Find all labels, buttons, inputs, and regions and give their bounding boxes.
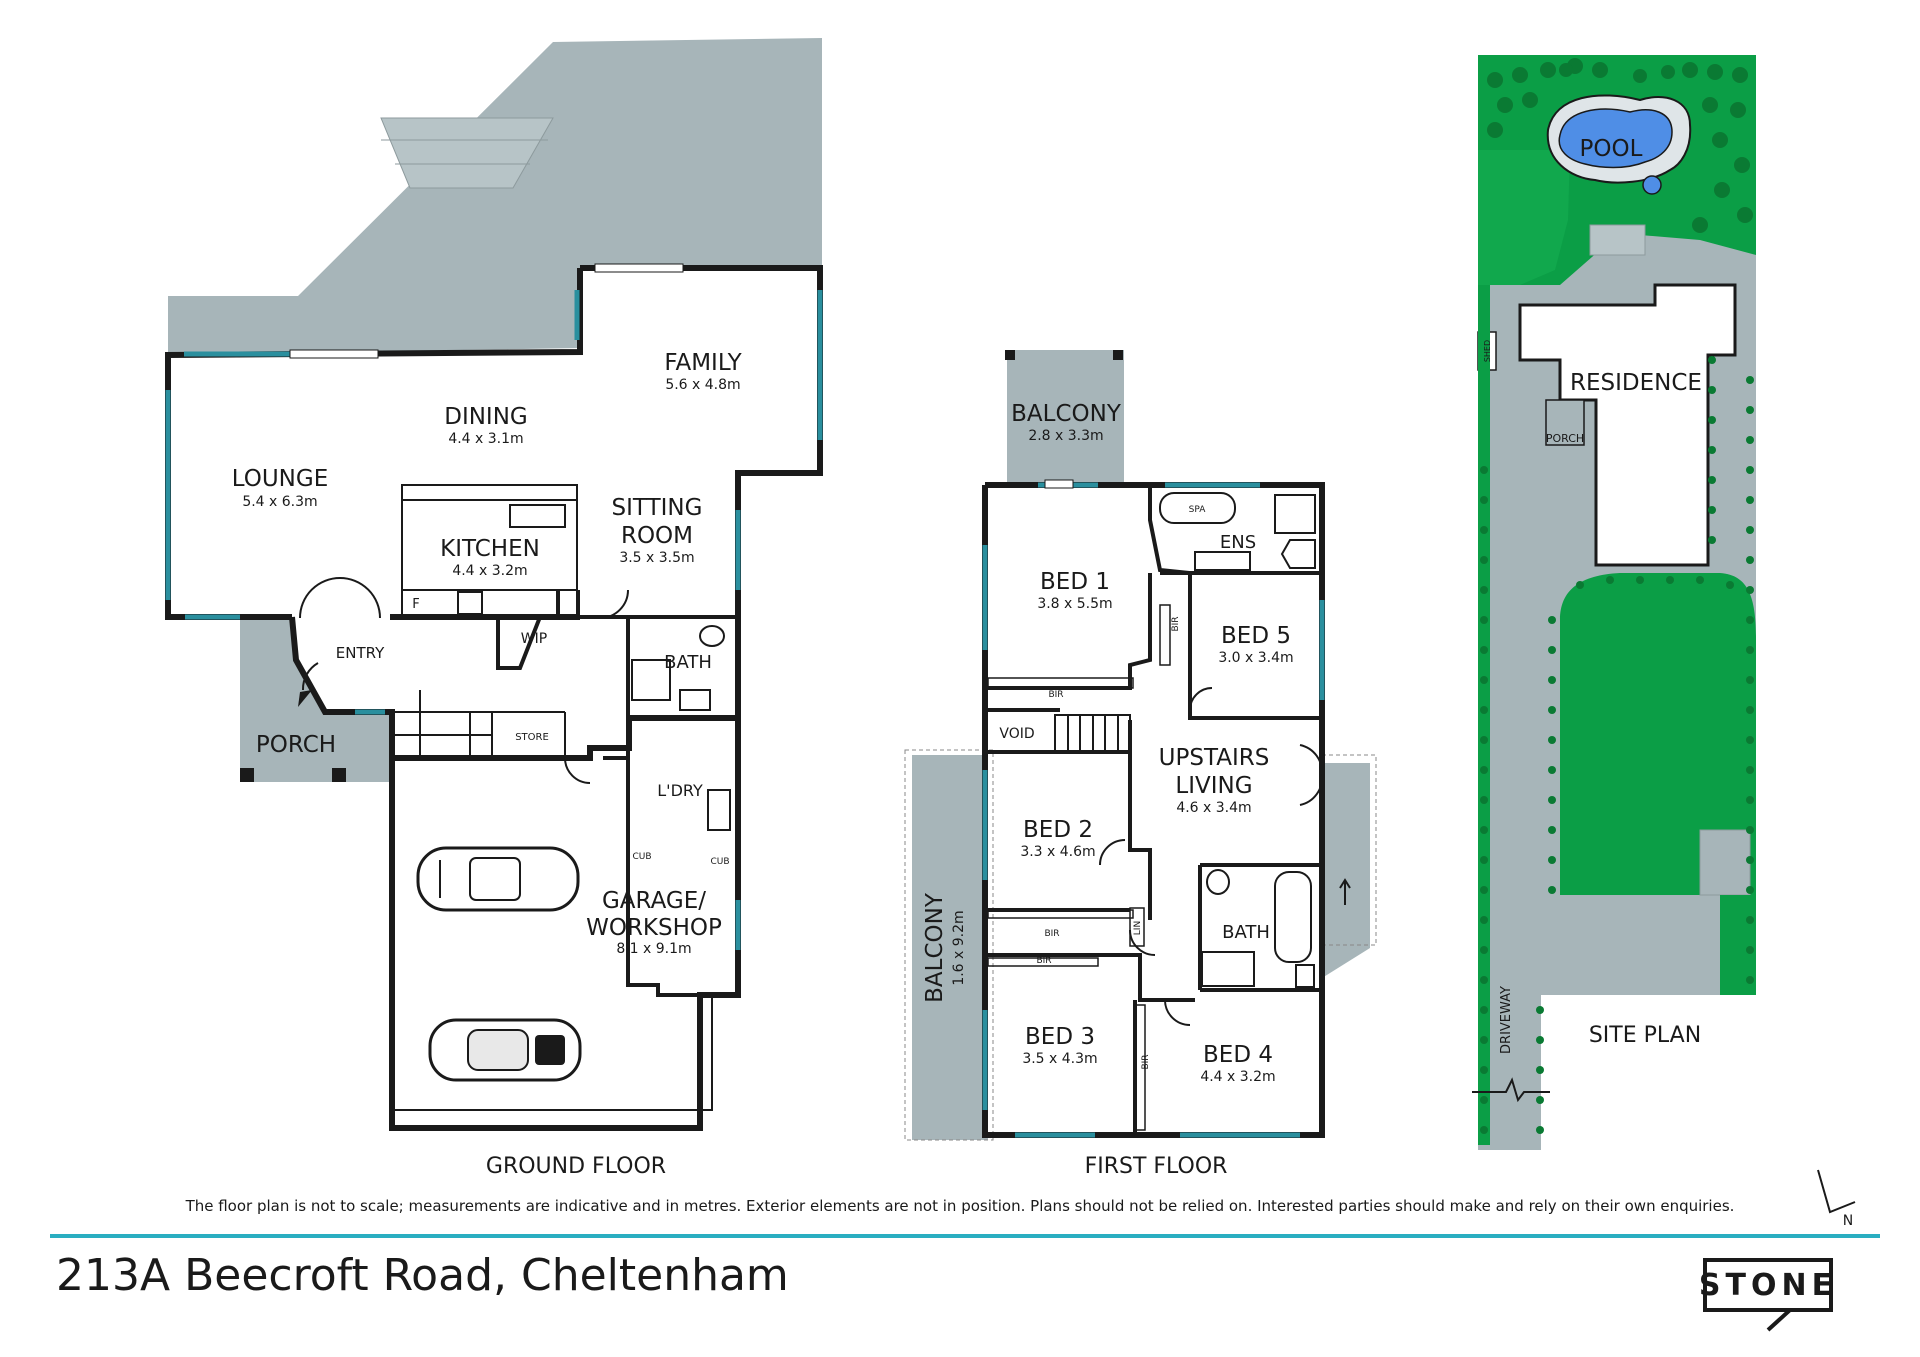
lounge-label: LOUNGE bbox=[232, 466, 329, 492]
bed5-label: BED 5 bbox=[1221, 623, 1291, 649]
upstairs-living-label: UPSTAIRS bbox=[1159, 745, 1270, 771]
top-balcony bbox=[1007, 350, 1124, 485]
cub-label-right: CUB bbox=[710, 857, 729, 867]
balcony-top-label: BALCONY bbox=[1011, 401, 1122, 427]
first-floor-plan: BALCONY 2.8 x 3.3m BED 1 3.8 x 5.5m ENS … bbox=[904, 350, 1377, 1179]
store-label: STORE bbox=[515, 732, 549, 743]
bed3-dim: 3.5 x 4.3m bbox=[1022, 1051, 1097, 1067]
kitchen-dim: 4.4 x 3.2m bbox=[452, 563, 527, 579]
bed1-label: BED 1 bbox=[1040, 569, 1110, 595]
entry-label: ENTRY bbox=[336, 644, 385, 662]
sitting-room-label: SITTING bbox=[612, 495, 703, 521]
north-label: N bbox=[1843, 1213, 1853, 1229]
bed2-label: BED 2 bbox=[1023, 817, 1093, 843]
bir-label-ensuite: BIR bbox=[1171, 616, 1181, 631]
upstairs-living-dim: 4.6 x 3.4m bbox=[1176, 800, 1251, 816]
void-label: VOID bbox=[999, 726, 1034, 742]
kitchen-label: KITCHEN bbox=[440, 536, 540, 562]
bed4-dim: 4.4 x 3.2m bbox=[1200, 1069, 1275, 1085]
dining-dim: 4.4 x 3.1m bbox=[448, 431, 523, 447]
bir-label-bed3: BIR bbox=[1036, 956, 1051, 966]
dining-label: DINING bbox=[444, 404, 528, 430]
bir-label-bed1: BIR bbox=[1048, 690, 1063, 700]
garage-label: GARAGE/ bbox=[602, 888, 706, 914]
porch-label: PORCH bbox=[256, 732, 336, 758]
logo-tail-icon bbox=[1760, 1310, 1793, 1332]
front-lawn bbox=[1560, 573, 1756, 895]
balcony-side-dim: 1.6 x 9.2m bbox=[951, 910, 967, 985]
accent-divider bbox=[50, 1234, 1880, 1238]
wip-label: WIP bbox=[521, 631, 547, 647]
bed2-dim: 3.3 x 4.6m bbox=[1020, 844, 1095, 860]
balcony-side-label: BALCONY bbox=[922, 892, 948, 1003]
residence-footprint bbox=[1518, 283, 1737, 567]
north-arrow-icon: N bbox=[1817, 1169, 1856, 1229]
bir-label-bed2: BIR bbox=[1044, 929, 1059, 939]
lounge-dim: 5.4 x 6.3m bbox=[242, 494, 317, 510]
car-icon bbox=[428, 1018, 582, 1082]
family-dim: 5.6 x 4.8m bbox=[665, 377, 740, 393]
site-plan: POOL RESIDENCE PORCH SHED DRIVEWAY SITE … bbox=[1472, 55, 1856, 1229]
bath-label: BATH bbox=[664, 652, 712, 673]
garage-dim: 8.1 x 9.1m bbox=[616, 941, 691, 957]
family-label: FAMILY bbox=[664, 350, 742, 376]
ground-floor-plan: LOUNGE 5.4 x 6.3m DINING 4.4 x 3.1m FAMI… bbox=[165, 38, 823, 1179]
disclaimer-text: The floor plan is not to scale; measurem… bbox=[185, 1197, 1735, 1215]
sitting-room-dim: 3.5 x 3.5m bbox=[619, 550, 694, 566]
shed-label: SHED bbox=[1483, 340, 1492, 362]
deck-steps bbox=[380, 117, 554, 189]
car-icon bbox=[416, 846, 580, 912]
bed5-dim: 3.0 x 3.4m bbox=[1218, 650, 1293, 666]
spa-label: SPA bbox=[1189, 505, 1207, 515]
cub-label-left: CUB bbox=[632, 852, 651, 862]
pool-label: POOL bbox=[1580, 136, 1643, 162]
side-balcony bbox=[912, 755, 988, 1140]
bed3-label: BED 3 bbox=[1025, 1024, 1095, 1050]
ens-label: ENS bbox=[1220, 532, 1256, 553]
driveway-label: DRIVEWAY bbox=[1499, 986, 1514, 1054]
hedge-dots bbox=[1487, 58, 1753, 233]
rear-deck bbox=[168, 38, 822, 355]
ground-floor-title: GROUND FLOOR bbox=[486, 1154, 666, 1179]
garage-label-line2: WORKSHOP bbox=[586, 915, 722, 941]
property-address: 213A Beecroft Road, Cheltenham bbox=[56, 1250, 789, 1301]
sitting-room-label-line2: ROOM bbox=[621, 523, 693, 549]
fridge-label: F bbox=[412, 597, 419, 612]
bed4-label: BED 4 bbox=[1203, 1042, 1273, 1068]
bir-label-bed4: BIR bbox=[1141, 1054, 1151, 1069]
balcony-top-dim: 2.8 x 3.3m bbox=[1028, 428, 1103, 444]
pool-water bbox=[1558, 108, 1673, 169]
first-floor-title: FIRST FLOOR bbox=[1085, 1154, 1228, 1179]
lin-label: LIN bbox=[1133, 921, 1143, 935]
site-plan-title: SITE PLAN bbox=[1589, 1023, 1701, 1048]
side-awning bbox=[1322, 763, 1370, 978]
residence-label: RESIDENCE bbox=[1570, 370, 1702, 396]
bed1-dim: 3.8 x 5.5m bbox=[1037, 596, 1112, 612]
site-porch-label: PORCH bbox=[1546, 432, 1584, 445]
stone-logo: STONE bbox=[1699, 1258, 1833, 1312]
upstairs-bath-label: BATH bbox=[1222, 922, 1270, 943]
upstairs-living-label-line2: LIVING bbox=[1175, 773, 1252, 799]
laundry-label: L'DRY bbox=[657, 781, 703, 800]
